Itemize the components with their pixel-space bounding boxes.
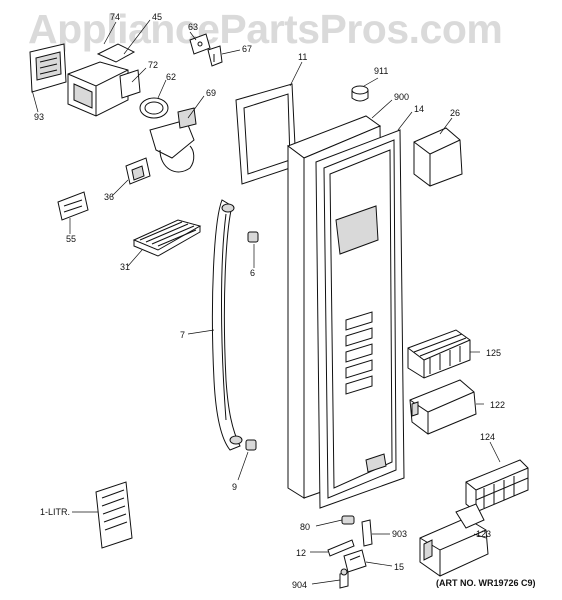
callout-911: 911 (374, 66, 388, 76)
part-1-litr-booklet (95, 481, 133, 549)
part-911-cap (351, 85, 369, 102)
callout-900: 900 (394, 92, 409, 102)
callout-11: 11 (298, 52, 307, 62)
callout-124: 124 (480, 432, 495, 442)
part-62-ring (139, 97, 169, 119)
part-26-cover (413, 127, 463, 187)
callout-15: 15 (394, 562, 404, 572)
part-67-clip (207, 45, 223, 67)
part-11-recess-cover (235, 83, 297, 185)
part-123-bin (419, 503, 489, 577)
part-9-handle-mount (245, 439, 257, 451)
callout-123: 123 (476, 529, 491, 539)
callout-45: 45 (152, 12, 162, 22)
part-14-gasket (315, 129, 405, 509)
callout-74: 74 (110, 12, 120, 22)
callout-62: 62 (166, 72, 176, 82)
part-7-handle (211, 199, 243, 451)
callout-122: 122 (490, 400, 505, 410)
callout-31: 31 (120, 262, 130, 272)
part-31-drip-grille (132, 219, 202, 257)
callout-903: 903 (392, 529, 407, 539)
callout-93: 93 (34, 112, 44, 122)
callout-26: 26 (450, 108, 460, 118)
part-45-housing (67, 43, 141, 117)
part-6-handle-mount (247, 231, 259, 243)
callout-36: 36 (104, 192, 114, 202)
part-36-switch (125, 157, 151, 185)
part-15-bracket (343, 549, 367, 573)
part-80-fitting (341, 515, 355, 525)
part-93-control-board (29, 43, 67, 93)
callout-labels: 74 45 63 67 72 62 69 93 11 911 900 14 26… (34, 12, 505, 590)
callout-1-litr: 1-LITR. (40, 507, 70, 517)
callout-72: 72 (148, 60, 158, 70)
part-55-microswitch (57, 191, 89, 221)
callout-63: 63 (188, 22, 198, 32)
callout-69: 69 (206, 88, 216, 98)
part-903-tube (361, 519, 373, 547)
callout-7: 7 (180, 330, 185, 340)
callout-12: 12 (296, 548, 306, 558)
part-12-lever (327, 539, 355, 557)
part-63-bracket (189, 33, 211, 55)
callout-9: 9 (232, 482, 237, 492)
callout-55: 55 (66, 234, 76, 244)
watermark: AppliancePartsPros.com (28, 6, 503, 52)
leader-lines (31, 19, 501, 585)
callout-80: 80 (300, 522, 310, 532)
callout-14: 14 (414, 104, 424, 114)
part-125-bin (407, 329, 471, 379)
art-number: (ART NO. WR19726 C9) (436, 578, 536, 588)
callout-904: 904 (292, 580, 307, 590)
callout-6: 6 (250, 268, 255, 278)
part-904-screw (339, 568, 349, 589)
callout-67: 67 (242, 44, 252, 54)
part-122-bin (409, 379, 477, 435)
callout-125: 125 (486, 348, 501, 358)
